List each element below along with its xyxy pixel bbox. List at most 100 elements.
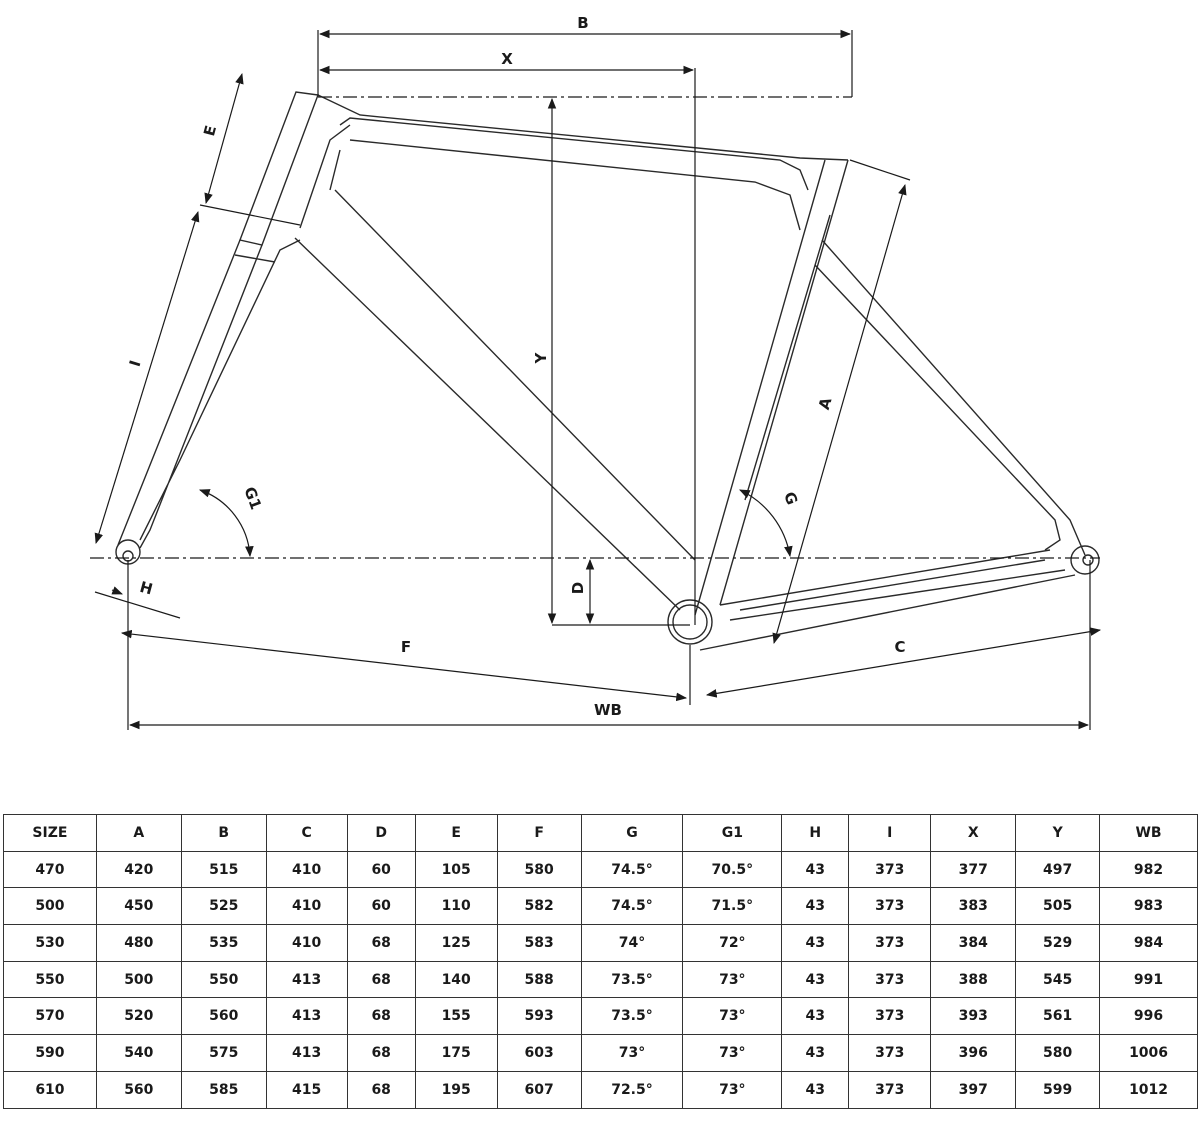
column-header: B	[180, 814, 267, 852]
column-header: A	[95, 814, 182, 852]
label-f: F	[401, 638, 411, 656]
table-cell: 73°	[682, 1034, 783, 1072]
table-cell: 550	[180, 960, 267, 999]
table-cell: 105	[414, 850, 498, 889]
table-cell: 60	[346, 887, 416, 926]
column-header: G1	[682, 814, 783, 852]
table-cell: 525	[180, 887, 267, 926]
table-cell: 413	[265, 997, 348, 1036]
table-cell: 582	[496, 887, 582, 926]
table-cell: 43	[781, 850, 850, 889]
table-cell: 561	[1015, 997, 1101, 1036]
table-cell: 560	[180, 997, 267, 1036]
table-cell: 575	[180, 1034, 267, 1072]
label-e: E	[200, 123, 220, 138]
table-cell: 195	[414, 1070, 498, 1109]
table-cell: 610	[3, 1070, 97, 1109]
label-b: B	[577, 14, 588, 32]
table-cell: 68	[346, 924, 416, 962]
fork	[117, 239, 301, 549]
table-cell: 593	[496, 997, 582, 1036]
table-cell: 480	[95, 924, 182, 962]
column-header: C	[265, 814, 348, 852]
table-cell: 73.5°	[580, 960, 684, 999]
table-cell: 540	[95, 1034, 182, 1072]
label-h: H	[138, 578, 155, 599]
table-cell: 43	[781, 924, 850, 962]
table-cell: 43	[781, 887, 850, 926]
table-cell: 535	[180, 924, 267, 962]
label-x: X	[501, 50, 513, 68]
table-cell: 585	[180, 1070, 267, 1109]
label-i: I	[126, 358, 145, 369]
table-cell: 71.5°	[682, 887, 783, 926]
frame-geometry-diagram: B X E Y I G1 A G D H F C WB	[90, 14, 1102, 730]
table-cell: 396	[930, 1034, 1017, 1072]
table-cell: 43	[781, 997, 850, 1036]
table-cell: 590	[3, 1034, 97, 1072]
table-cell: 383	[930, 887, 1017, 926]
column-header: G	[580, 814, 684, 852]
column-header: I	[848, 814, 932, 852]
table-cell: 599	[1015, 1070, 1101, 1109]
table-cell: 60	[346, 850, 416, 889]
table-cell: 110	[414, 887, 498, 926]
dimension-lines	[90, 29, 1102, 730]
table-cell: 500	[95, 960, 182, 999]
table-cell: 377	[930, 850, 1017, 889]
table-cell: 70.5°	[682, 850, 783, 889]
chainstay	[699, 549, 1076, 651]
table-cell: 155	[414, 997, 498, 1036]
table-cell: 68	[346, 1070, 416, 1109]
table-cell: 500	[3, 887, 97, 926]
table-cell: 397	[930, 1070, 1017, 1109]
table-cell: 983	[1099, 887, 1198, 926]
table-cell: 984	[1099, 924, 1198, 962]
label-g: G	[780, 489, 801, 507]
table-cell: 73°	[682, 997, 783, 1036]
table-cell: 580	[496, 850, 582, 889]
table-cell: 388	[930, 960, 1017, 999]
table-cell: 530	[3, 924, 97, 962]
table-cell: 73°	[682, 960, 783, 999]
table-cell: 550	[3, 960, 97, 999]
table-cell: 410	[265, 887, 348, 926]
table-cell: 68	[346, 960, 416, 999]
table-cell: 373	[848, 887, 932, 926]
column-header: E	[414, 814, 498, 852]
table-cell: 373	[848, 1034, 932, 1072]
label-a: A	[815, 395, 836, 411]
table-cell: 560	[95, 1070, 182, 1109]
table-cell: 68	[346, 997, 416, 1036]
label-d: D	[569, 582, 587, 594]
table-cell: 413	[265, 960, 348, 999]
table-cell: 545	[1015, 960, 1101, 999]
bike-frame	[115, 91, 1100, 651]
label-wb: WB	[594, 701, 622, 719]
table-cell: 603	[496, 1034, 582, 1072]
table-cell: 140	[414, 960, 498, 999]
top-tube	[317, 94, 849, 191]
bottom-bracket	[667, 599, 713, 645]
table-cell: 996	[1099, 997, 1198, 1036]
table-cell: 588	[496, 960, 582, 999]
table-cell: 1006	[1099, 1034, 1198, 1072]
column-header: X	[930, 814, 1017, 852]
column-header: Y	[1015, 814, 1101, 852]
table-cell: 420	[95, 850, 182, 889]
column-header: WB	[1099, 814, 1198, 852]
table-cell: 373	[848, 924, 932, 962]
label-y: Y	[532, 351, 550, 364]
column-header: F	[496, 814, 582, 852]
table-cell: 413	[265, 1034, 348, 1072]
column-header: D	[346, 814, 416, 852]
table-cell: 570	[3, 997, 97, 1036]
table-cell: 580	[1015, 1034, 1101, 1072]
